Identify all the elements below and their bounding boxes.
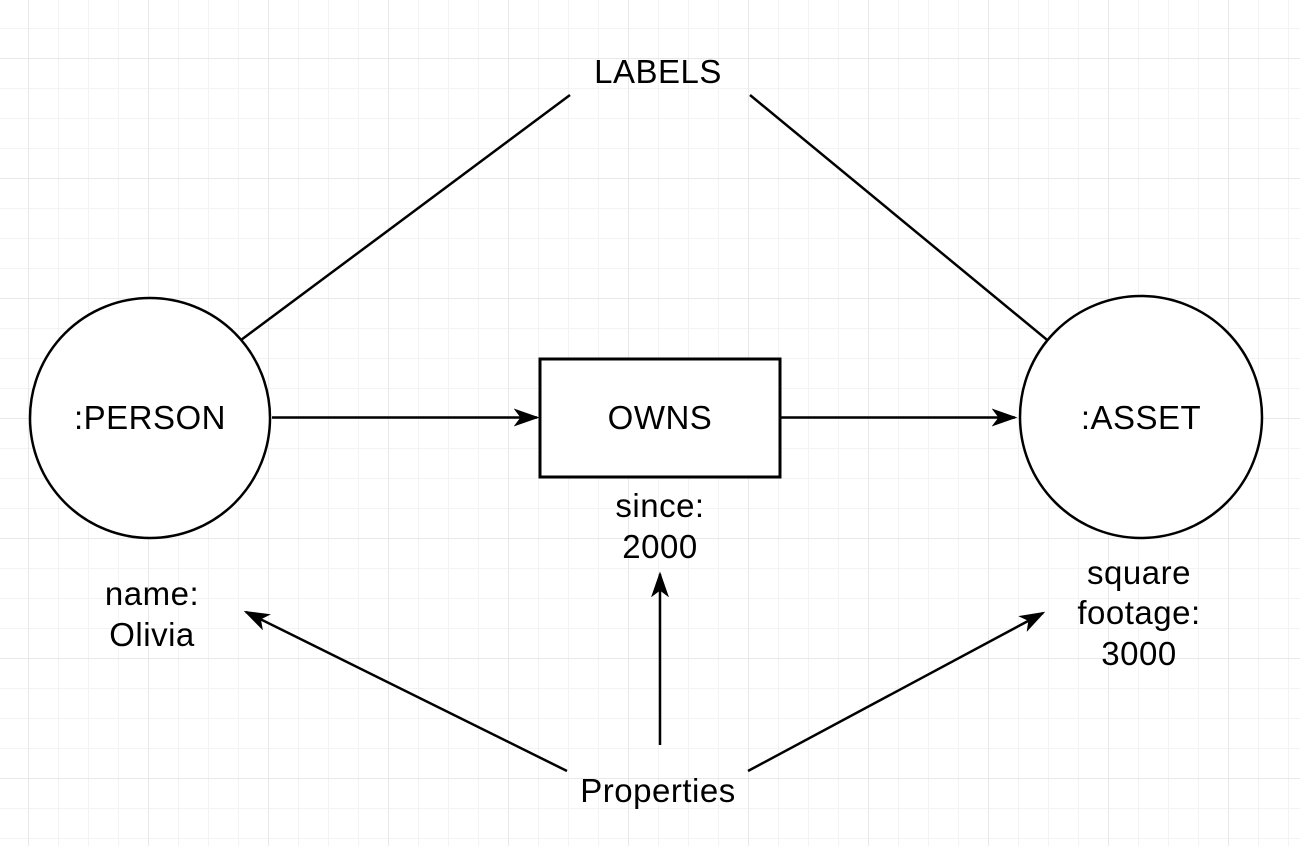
edge-labels-to-person[interactable] xyxy=(186,93,571,381)
asset-node-label[interactable]: :ASSET xyxy=(1081,399,1201,436)
edge-properties-to-name[interactable] xyxy=(246,610,568,773)
footage-property-line1[interactable]: square xyxy=(1087,554,1191,591)
edge-properties-to-footage[interactable] xyxy=(747,613,1043,773)
footage-property-line3[interactable]: 3000 xyxy=(1101,635,1176,672)
since-property-line1[interactable]: since: xyxy=(615,487,704,524)
asset-node-circle[interactable] xyxy=(1018,294,1264,540)
owns-relationship-label[interactable]: OWNS xyxy=(608,399,713,436)
person-node-circle[interactable] xyxy=(28,296,272,540)
name-property-line2[interactable]: Olivia xyxy=(109,616,195,653)
since-property-line2[interactable]: 2000 xyxy=(622,528,697,565)
footage-property-line2[interactable]: footage: xyxy=(1077,594,1200,631)
edge-labels-to-asset[interactable] xyxy=(749,94,1103,386)
labels-annotation[interactable]: LABELS xyxy=(594,53,722,90)
person-node-label[interactable]: :PERSON xyxy=(74,399,226,436)
name-property-line1[interactable]: name: xyxy=(105,575,199,612)
properties-annotation[interactable]: Properties xyxy=(580,772,735,809)
owns-relationship-box[interactable] xyxy=(538,357,782,479)
